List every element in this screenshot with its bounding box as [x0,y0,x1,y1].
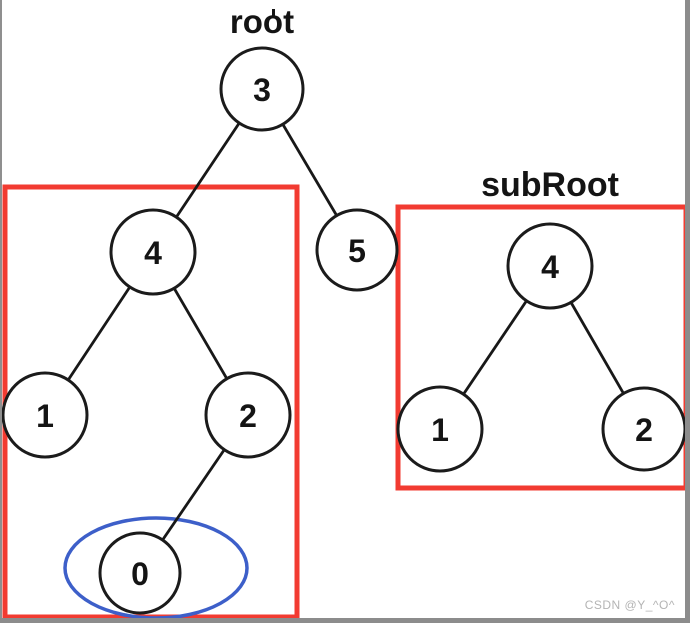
caret-artifact [272,9,275,18]
node-circle-root-1 [1,371,89,459]
root-tree-label: root [229,3,295,40]
node-value-root-2: 2 [239,398,257,434]
node-circle-sub-4 [506,222,594,310]
node-value-root-3: 3 [253,72,271,108]
node-circle-root-2 [204,371,292,459]
node-value-root-1: 1 [36,398,54,434]
frame-edge-bottom [0,618,690,623]
node-circle-root-4 [109,208,197,296]
node-value-sub-1: 1 [431,412,449,448]
node-value-root-4: 4 [144,235,162,271]
node-value-sub-2: 2 [635,412,653,448]
node-circle-sub-1 [396,385,484,473]
node-circle-root-3 [219,46,305,132]
frame-edge-right [685,0,690,623]
frame-edge-left [0,0,2,623]
node-circle-root-0 [98,531,182,615]
node-value-root-5: 5 [348,233,366,269]
node-circle-root-5 [315,208,399,292]
subroot-tree-label: subRoot [481,166,619,204]
csdn-watermark: CSDN @Y_^O^ [584,598,675,612]
node-value-root-0: 0 [131,556,149,592]
node-value-sub-4: 4 [541,249,559,285]
